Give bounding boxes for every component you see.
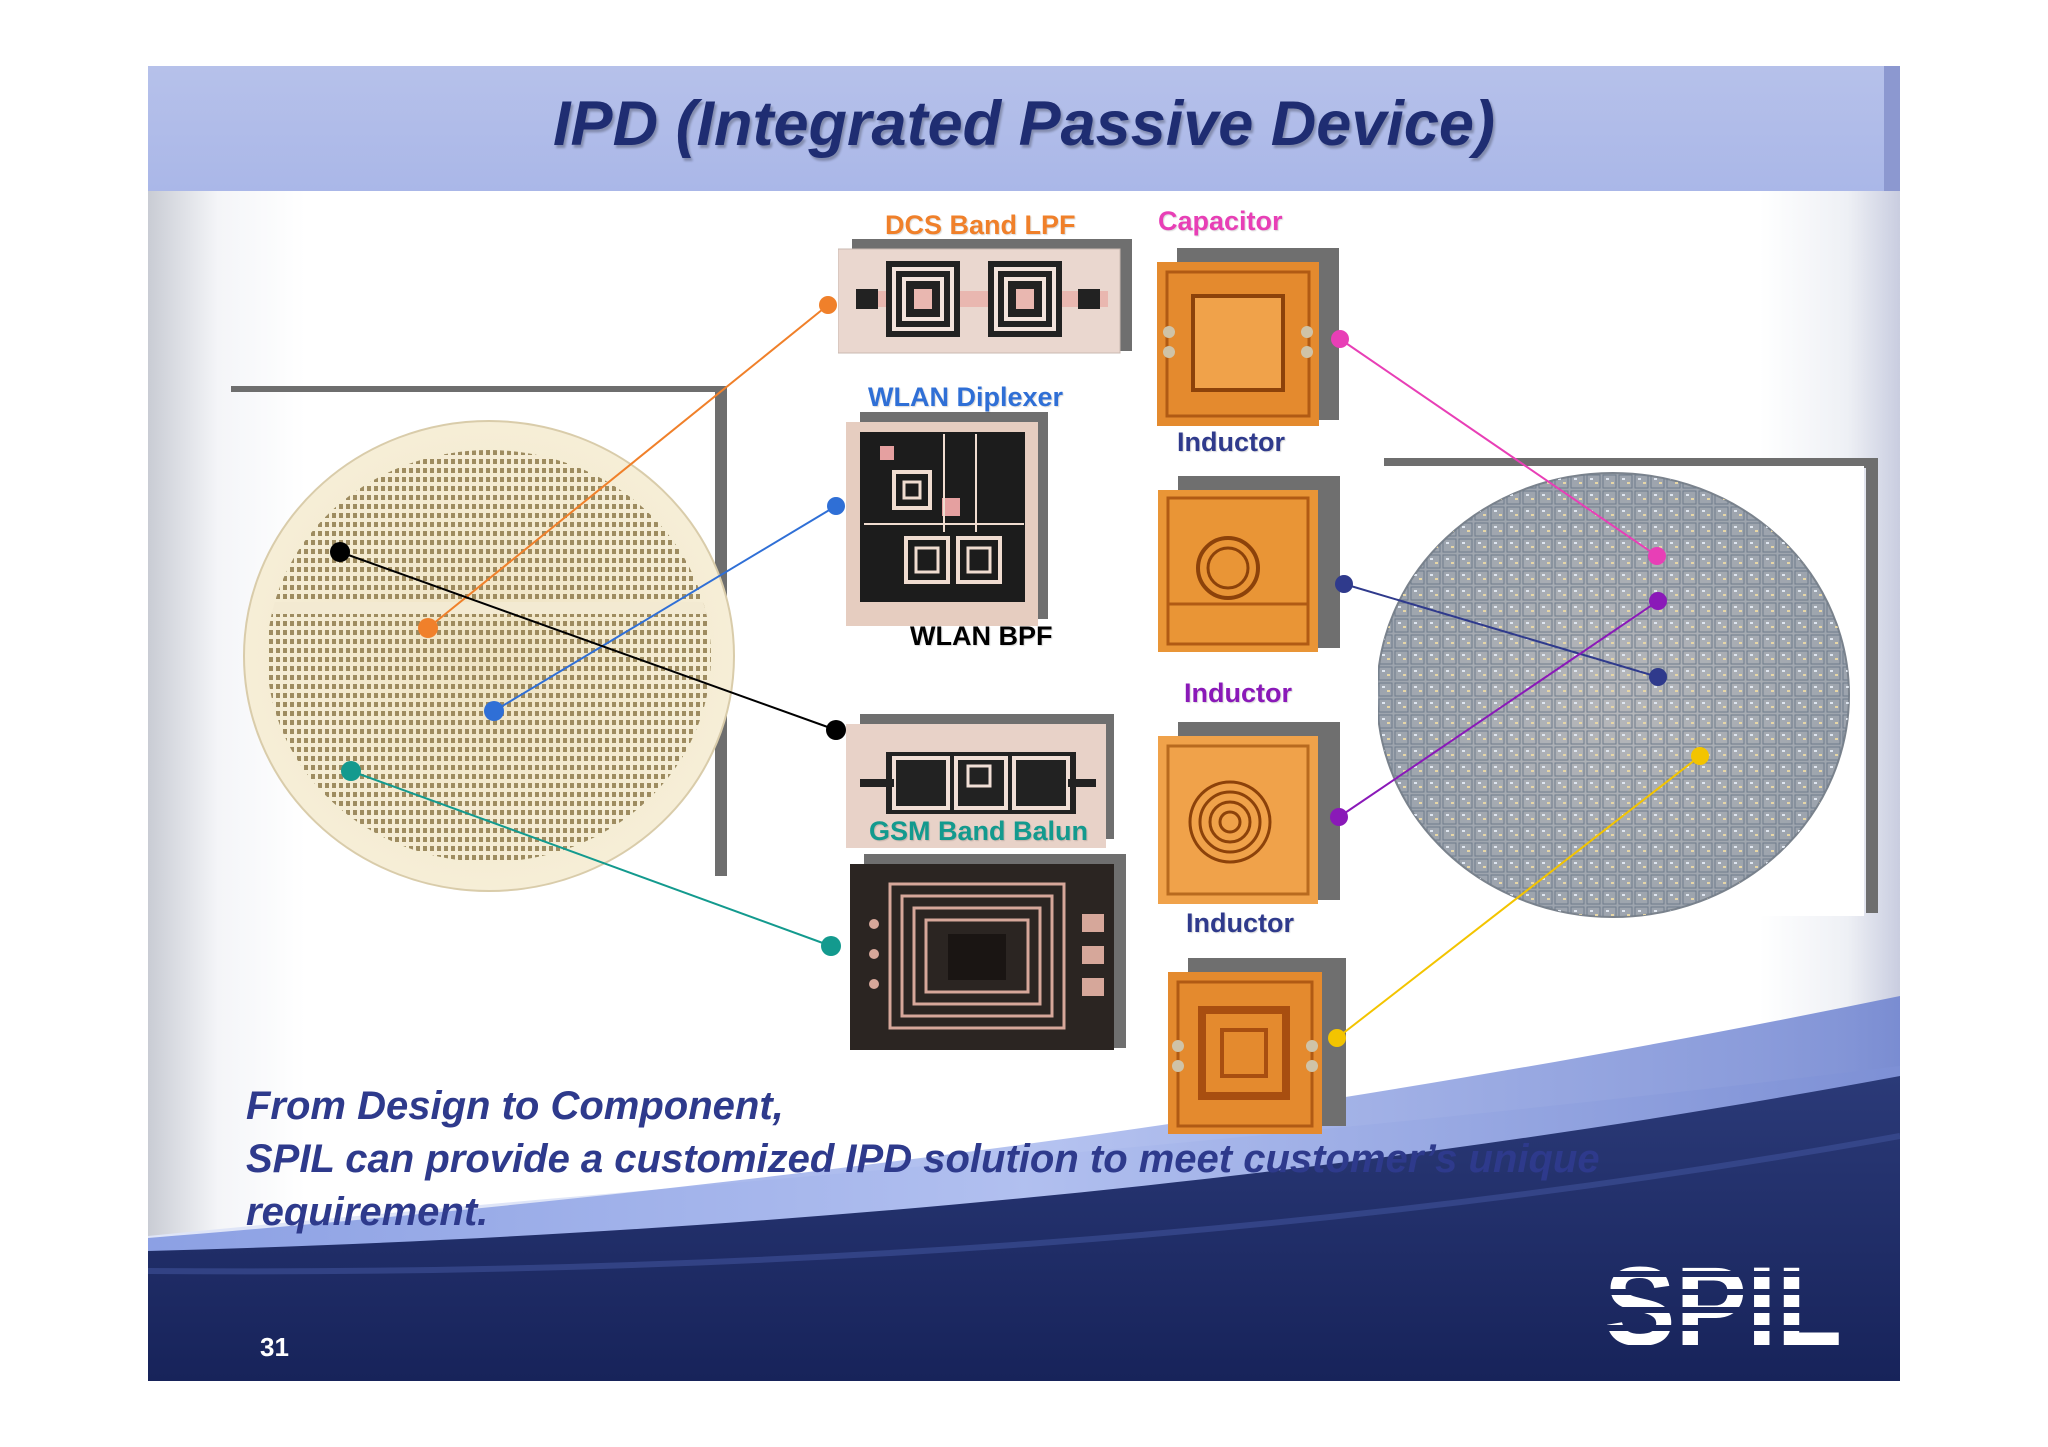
dcs-connector-line xyxy=(427,304,829,629)
inductor-chip-2 xyxy=(1158,722,1340,904)
inductor-2-connector-line xyxy=(1338,600,1659,818)
inductor-3-chip-dot xyxy=(1328,1029,1346,1047)
page-number: 31 xyxy=(260,1332,289,1362)
slide: IPD (Integrated Passive Device) xyxy=(148,66,1900,1381)
wlan-bpf-wafer-dot xyxy=(330,542,350,562)
label-wlan-diplexer: WLAN Diplexer xyxy=(868,382,1064,412)
wlan-diplexer-wafer-dot xyxy=(484,701,504,721)
inductor-3-connector-line xyxy=(1336,755,1701,1039)
capacitor-connector-line xyxy=(1339,338,1658,557)
inductor-1-connector-line xyxy=(1343,583,1659,678)
wlan-diplexer-chip-dot xyxy=(827,497,845,515)
wlan-bpf-chip-dot xyxy=(826,720,846,740)
dcs-wafer-dot xyxy=(418,618,438,638)
inductor-1-chip-dot xyxy=(1335,575,1353,593)
connector-lines xyxy=(330,296,1709,1047)
title-bar-edge xyxy=(1884,66,1900,191)
label-inductor-1: Inductor xyxy=(1177,427,1285,457)
wlan-bpf-chip xyxy=(846,714,1114,848)
label-inductor-3: Inductor xyxy=(1186,908,1294,938)
capacitor-wafer-dot xyxy=(1648,547,1666,565)
slide-title: IPD (Integrated Passive Device) xyxy=(553,89,1495,159)
dcs-band-lpf-chip xyxy=(838,239,1132,354)
inductor-2-wafer-dot xyxy=(1649,592,1667,610)
title-bar xyxy=(148,66,1900,191)
gsm-band-balun-chip xyxy=(850,854,1126,1050)
label-inductor-2: Inductor xyxy=(1184,678,1292,708)
inductor-1-wafer-dot xyxy=(1649,668,1667,686)
tagline-line-1: From Design to Component, xyxy=(246,1084,784,1128)
gsm-chip-dot xyxy=(821,936,841,956)
right-wafer-figure xyxy=(1378,458,1878,918)
inductor-chip-3 xyxy=(1168,958,1346,1134)
gsm-wafer-dot xyxy=(341,761,361,781)
dcs-chip-dot xyxy=(819,296,837,314)
inductor-3-wafer-dot xyxy=(1691,747,1709,765)
capacitor-chip-dot xyxy=(1331,330,1349,348)
inductor-2-chip-dot xyxy=(1330,808,1348,826)
spil-logo: SPIL xyxy=(1604,1259,1842,1345)
inductor-chip-1 xyxy=(1158,476,1340,652)
label-capacitor: Capacitor xyxy=(1158,206,1283,236)
gsm-connector-line xyxy=(350,770,832,947)
tagline-line-2: SPIL can provide a customized IPD soluti… xyxy=(246,1137,1600,1181)
label-wlan-bpf: WLAN BPF xyxy=(910,621,1053,651)
wlan-bpf-connector-line xyxy=(339,551,837,731)
tagline: From Design to Component, SPIL can provi… xyxy=(246,1080,1600,1239)
wlan-diplexer-connector-line xyxy=(493,505,837,712)
wlan-diplexer-chip xyxy=(846,412,1048,626)
capacitor-chip xyxy=(1157,248,1339,426)
label-dcs-band-lpf: DCS Band LPF xyxy=(885,210,1076,240)
footer-swoosh xyxy=(148,996,1900,1381)
label-gsm-band-balun: GSM Band Balun xyxy=(869,816,1089,846)
left-wafer-figure xyxy=(231,386,735,892)
tagline-line-3: requirement. xyxy=(246,1190,489,1234)
